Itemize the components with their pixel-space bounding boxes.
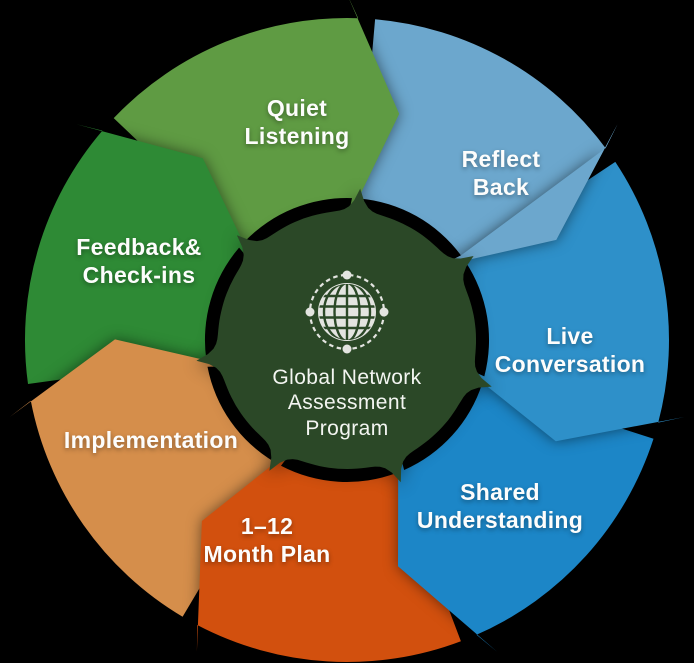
orbit-node-dot xyxy=(342,270,352,280)
segment-arrow-month-plan xyxy=(196,446,461,662)
segment-arrow-shared-understanding xyxy=(398,383,654,652)
orbit-node-dot xyxy=(305,307,315,317)
segment-arrow-feedback-checkins xyxy=(24,124,255,385)
globe-network-icon xyxy=(305,270,389,354)
orbit-node-dot xyxy=(342,344,352,354)
segment-arrowhead-reflect-back xyxy=(439,124,618,267)
orbit-node-dot xyxy=(379,307,389,317)
